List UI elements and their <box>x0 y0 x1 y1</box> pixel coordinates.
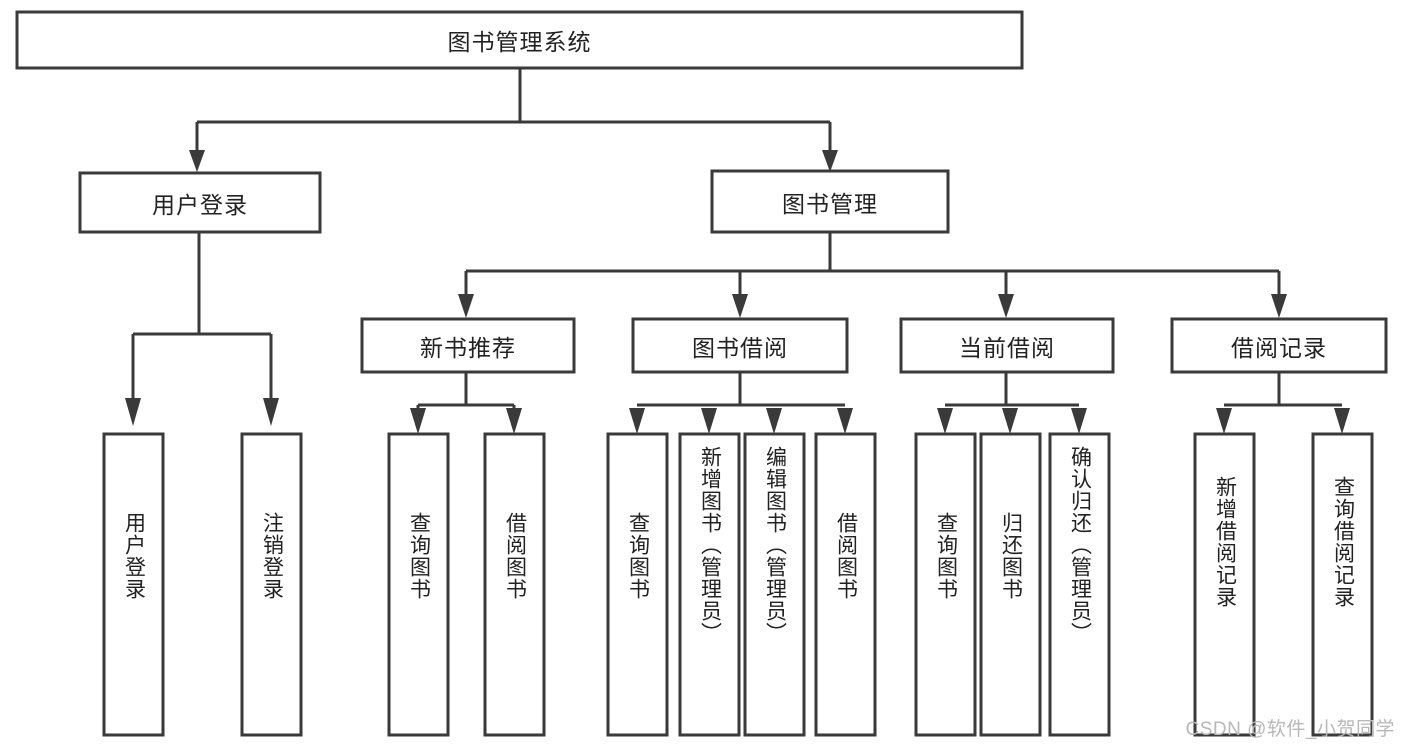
arrowhead-root-to-book-manage <box>822 150 838 172</box>
arrowhead-current-borrow-leaf3 <box>1071 408 1087 434</box>
arrowhead-to-current-borrow <box>998 294 1014 318</box>
node-borrow-record-box[interactable] <box>1170 317 1388 374</box>
arrowhead-book-borrow-leaf2 <box>701 408 717 434</box>
node-root-box[interactable] <box>15 10 1024 70</box>
node-book-borrow-box[interactable] <box>631 317 849 374</box>
leaf-box-new-book-1[interactable] <box>387 432 450 737</box>
node-book-manage-box[interactable] <box>710 169 950 234</box>
arrowhead-current-borrow-leaf1 <box>937 408 953 434</box>
arrowhead-to-borrow-record <box>1271 294 1287 318</box>
leaf-box-book-borrow-3[interactable] <box>743 432 806 737</box>
arrowhead-current-borrow-leaf2 <box>1002 408 1018 434</box>
arrowhead-to-book-borrow <box>732 294 748 318</box>
leaf-box-user-login-2[interactable] <box>240 432 303 737</box>
node-current-borrow-box[interactable] <box>899 317 1115 374</box>
arrowhead-borrow-record-leaf1 <box>1216 408 1232 434</box>
arrowhead-book-borrow-leaf4 <box>837 408 853 434</box>
arrowhead-borrow-record-leaf2 <box>1334 408 1350 434</box>
leaf-box-borrow-record-1[interactable] <box>1193 432 1256 737</box>
leaf-box-book-borrow-1[interactable] <box>606 432 669 737</box>
leaf-box-book-borrow-2[interactable] <box>678 432 741 737</box>
arrowhead-book-borrow-leaf1 <box>629 408 645 434</box>
arrowhead-user-login-leaf2 <box>263 398 279 426</box>
node-user-login-box[interactable] <box>78 171 322 234</box>
arrowhead-new-book-leaf2 <box>506 408 522 434</box>
leaf-box-current-borrow-1[interactable] <box>914 432 977 737</box>
arrowhead-root-to-user-login <box>189 150 205 172</box>
leaf-box-book-borrow-4[interactable] <box>814 432 877 737</box>
arrowhead-book-borrow-leaf3 <box>766 408 782 434</box>
arrowhead-new-book-leaf1 <box>410 408 426 434</box>
leaf-box-current-borrow-2[interactable] <box>979 432 1042 737</box>
leaf-box-new-book-2[interactable] <box>483 432 546 737</box>
leaf-box-current-borrow-3[interactable] <box>1048 432 1111 737</box>
node-new-book-box[interactable] <box>360 317 576 374</box>
arrowhead-to-new-book <box>458 294 474 318</box>
arrowhead-user-login-leaf1 <box>125 398 141 426</box>
leaf-box-user-login-1[interactable] <box>102 432 165 737</box>
leaf-box-borrow-record-2[interactable] <box>1311 432 1374 737</box>
